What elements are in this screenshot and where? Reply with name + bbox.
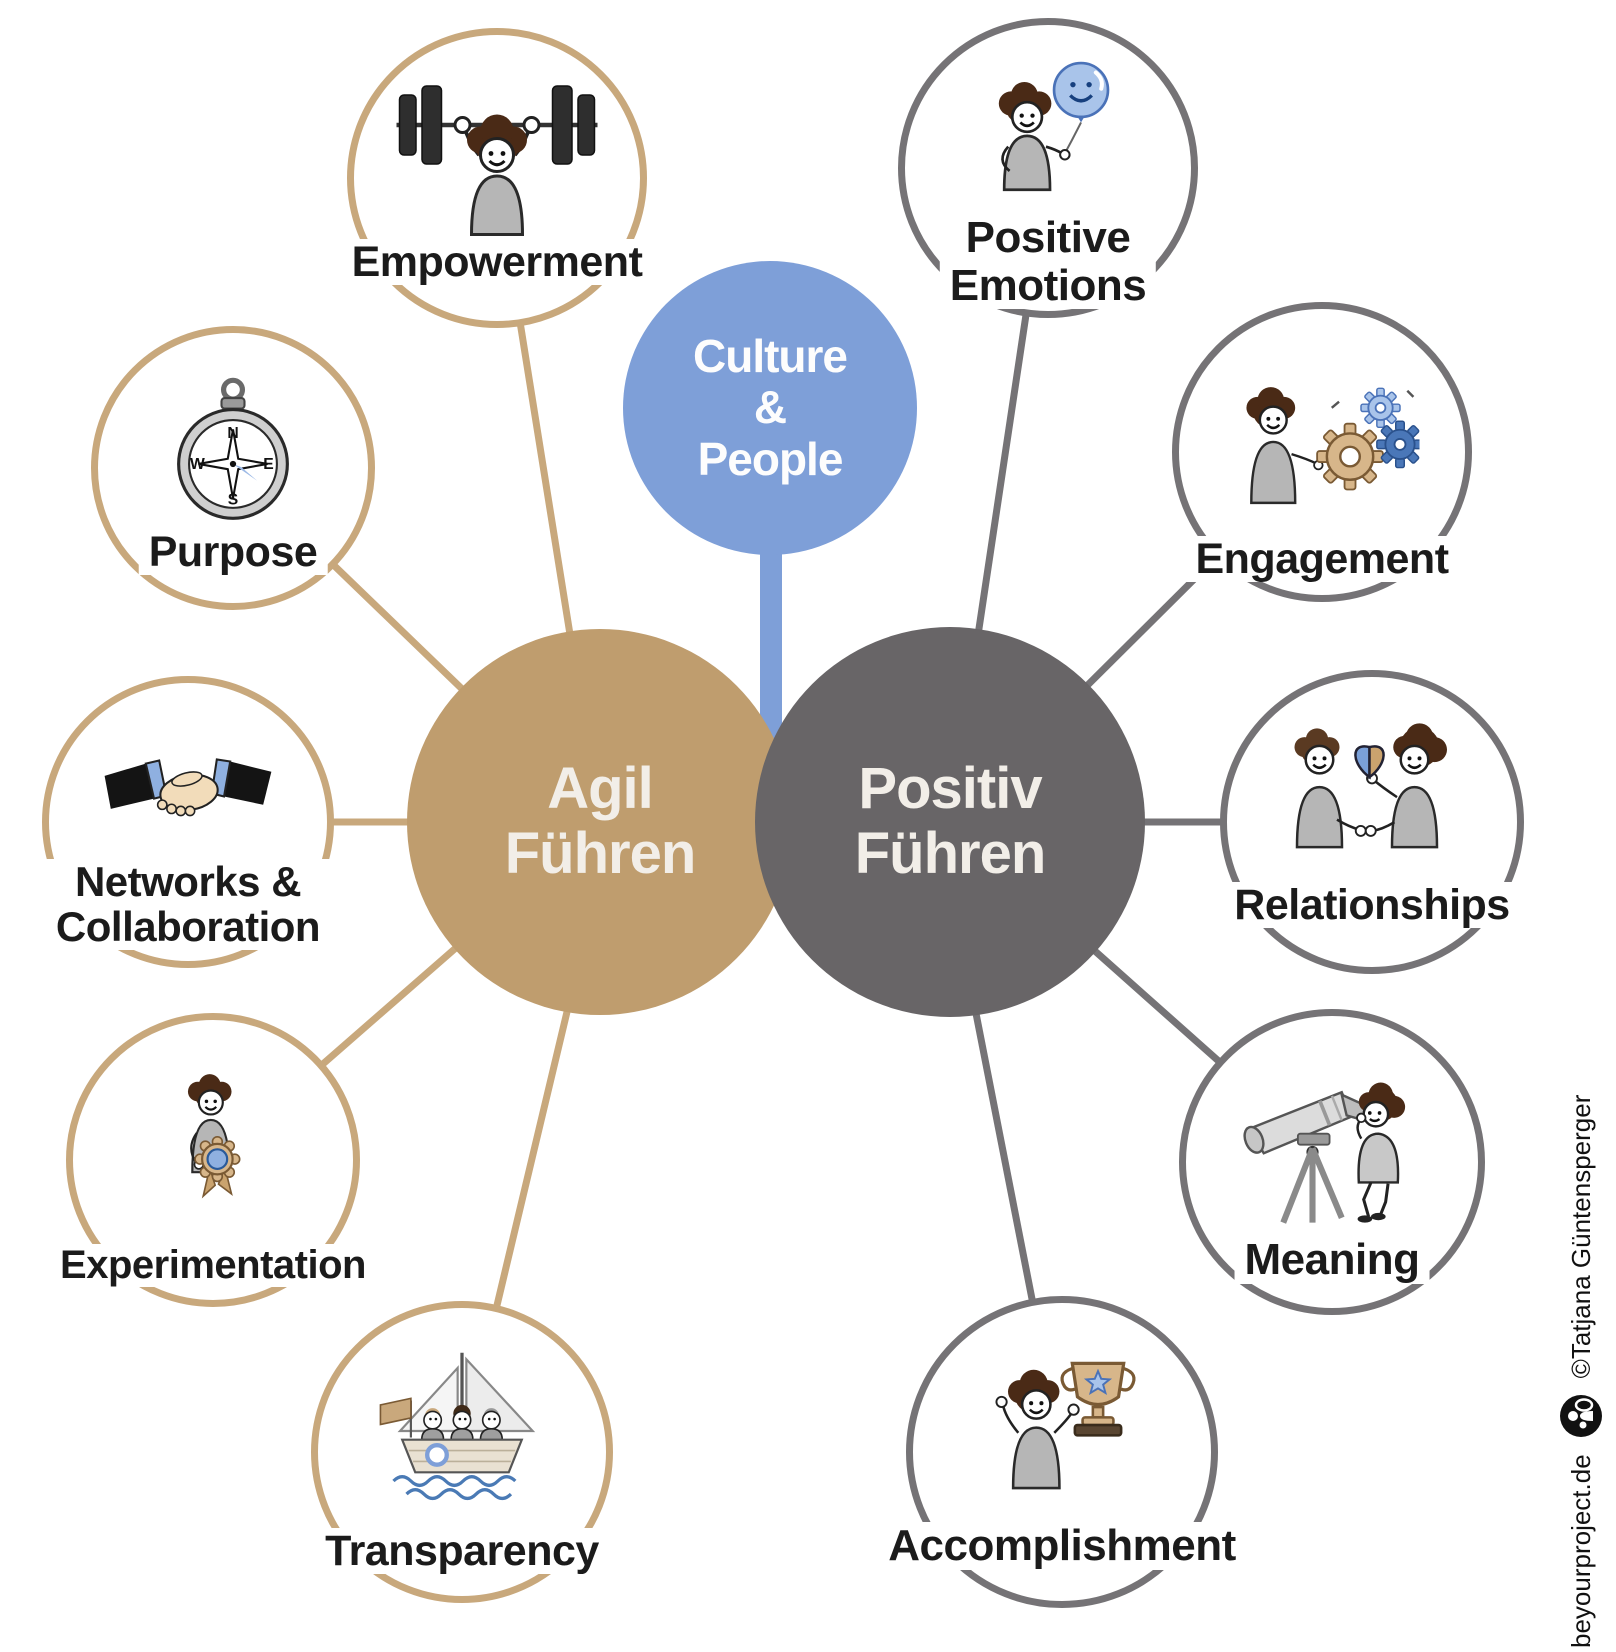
node-positive-emotions-label: Positive Emotions [939,214,1157,310]
hub-culture-line3: People [697,432,844,485]
node-purpose: N E S W Purpose [91,326,375,610]
svg-text:E: E [263,456,273,473]
weightlifter-icon [396,85,598,236]
node-transparency: Transparency [311,1301,613,1603]
compass-icon: N E S W [177,377,289,520]
hub-positiv-fuehren: Positiv Führen [755,627,1145,1017]
award-ribbon-icon [187,1074,241,1199]
node-accomplishment-label: Accomplishment [878,1522,1246,1570]
gears-icon [1246,387,1420,505]
node-engagement-label: Engagement [1185,536,1459,582]
node-relationships-label: Relationships [1224,882,1520,928]
node-empowerment: Empowerment [341,28,653,328]
hub-agil-line2: Führen [504,821,697,886]
node-purpose-label: Purpose [138,529,328,575]
svg-text:N: N [227,425,238,442]
credit-bar: beyourproject.de ©Tatjana Güntensperger [1552,988,1610,1648]
balloon-icon [998,61,1110,192]
svg-text:S: S [228,492,238,509]
beyourproject-logo-icon [1560,1395,1602,1438]
hub-culture-people: Culture & People [623,261,917,555]
hub-positiv-line1: Positiv [858,756,1042,822]
people-handshake-icon [1294,723,1447,849]
node-transparency-label: Transparency [315,1528,609,1574]
sailboat-icon [379,1352,536,1501]
trophy-icon [995,1361,1136,1490]
node-engagement: Engagement [1172,302,1472,602]
node-positive-emotions: Positive Emotions [898,18,1198,318]
telescope-icon [1243,1082,1406,1224]
hub-agil-fuehren: Agil Führen [407,629,793,1015]
hub-agil-line1: Agil [547,756,654,822]
node-networks-label: Networks & Collaboration [45,859,331,950]
svg-text:W: W [190,456,205,473]
site-link: beyourproject.de [1565,1454,1596,1648]
node-meaning: Meaning [1179,1009,1485,1315]
hub-positiv-line2: Führen [854,821,1047,886]
node-accomplishment: Accomplishment [878,1296,1246,1608]
handshake-icon [104,758,272,817]
hub-culture-line2: & [753,381,787,434]
node-relationships: Relationships [1220,670,1524,974]
node-experimentation: Experimentation [50,1013,376,1307]
node-empowerment-label: Empowerment [341,239,653,285]
author-credit: ©Tatjana Güntensperger [1565,1094,1596,1379]
node-meaning-label: Meaning [1234,1236,1430,1284]
node-networks-collaboration: Networks & Collaboration [42,676,334,968]
hub-culture-line1: Culture [693,329,848,382]
node-experimentation-label: Experimentation [50,1243,376,1288]
